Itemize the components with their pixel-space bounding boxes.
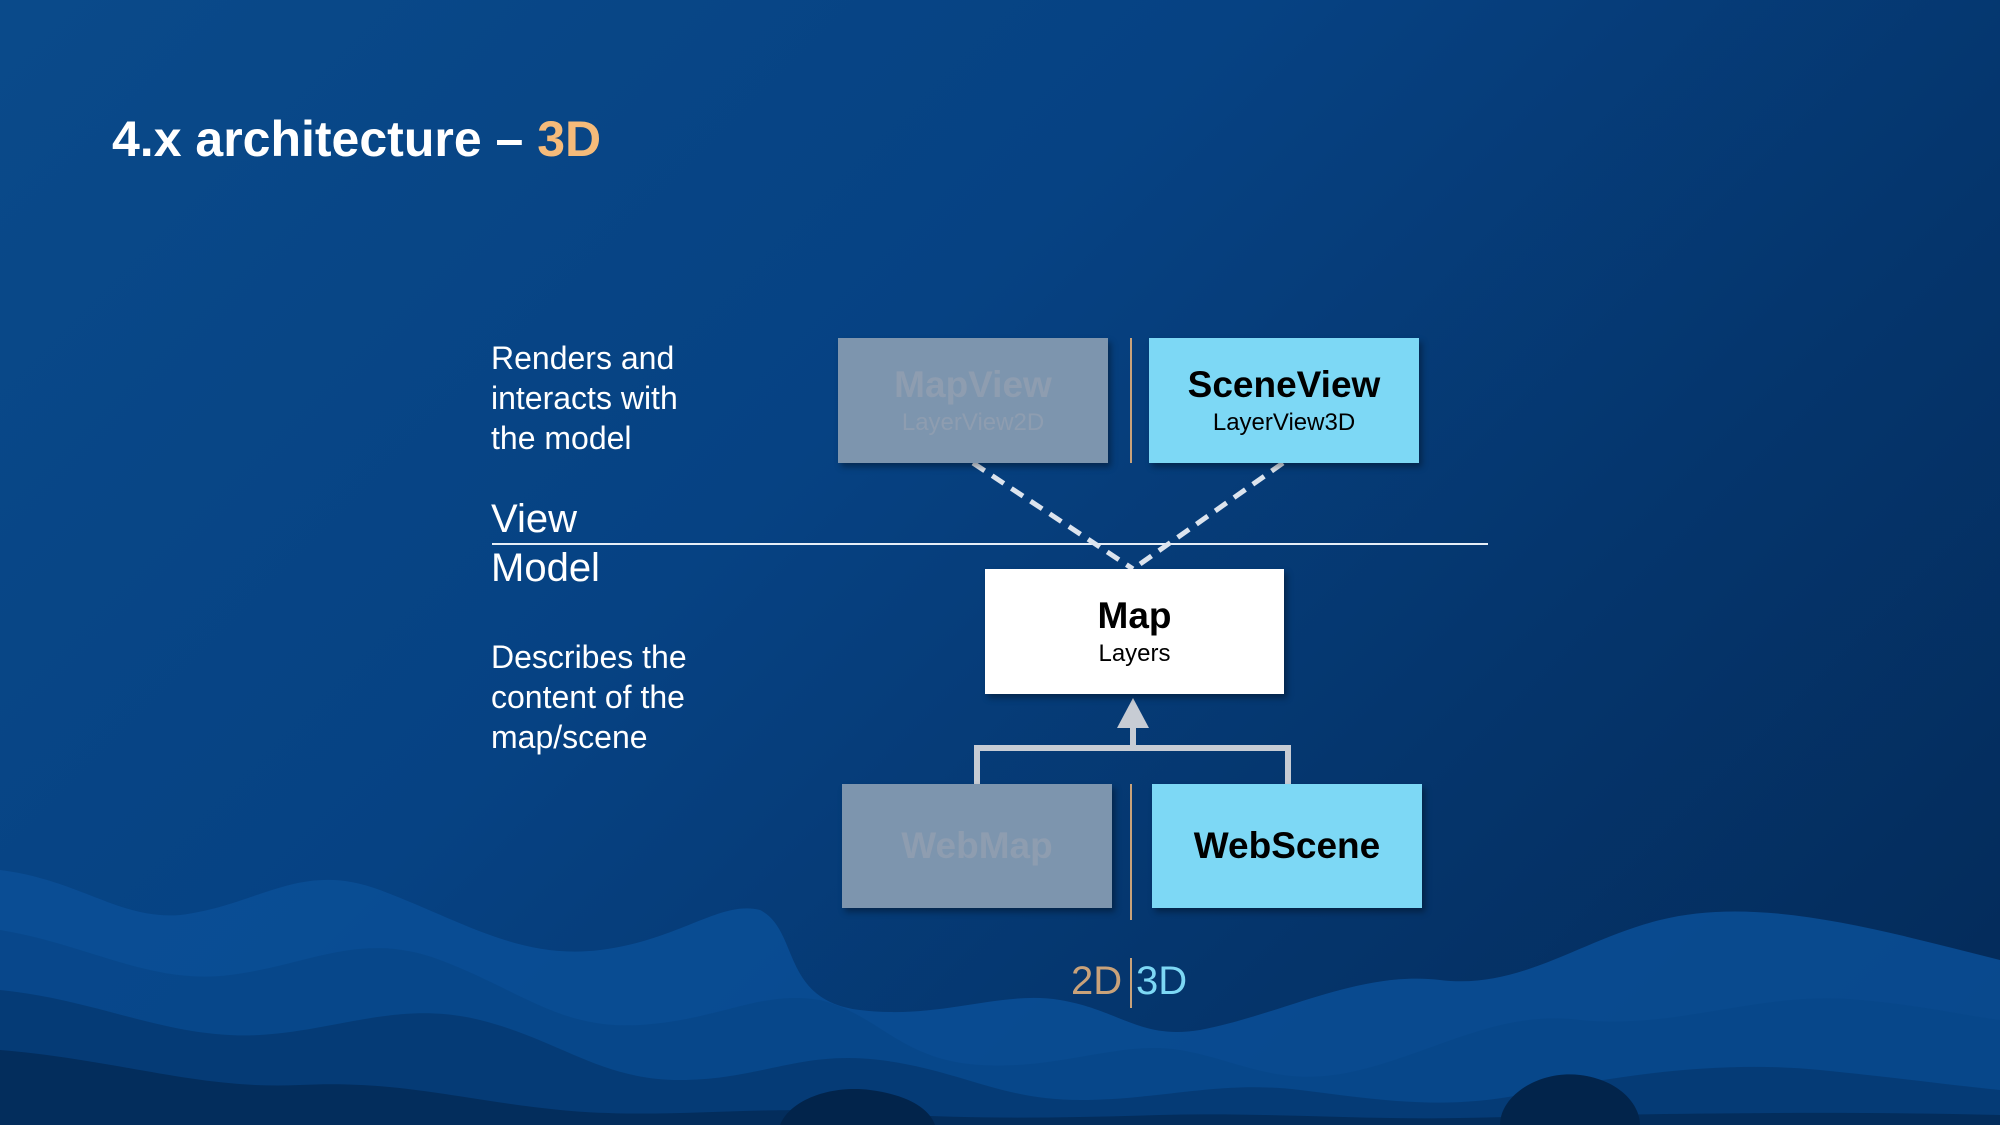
map-box: Map Layers bbox=[985, 569, 1284, 694]
legend-3d: 3D bbox=[1136, 959, 1188, 1003]
model-description-line: content of the bbox=[491, 679, 685, 715]
sceneview-subtitle: LayerView3D bbox=[1212, 408, 1356, 436]
view-2d-3d-divider bbox=[1130, 338, 1132, 463]
legend-divider bbox=[1130, 958, 1132, 1008]
title-accent: 3D bbox=[537, 111, 602, 167]
model-description-line: Describes the bbox=[491, 639, 687, 675]
map-subtitle: Layers bbox=[1098, 639, 1171, 667]
webscene-title: WebScene bbox=[1193, 825, 1381, 866]
legend-2d: 2D bbox=[1071, 959, 1123, 1003]
mapview-box: MapView LayerView2D bbox=[838, 338, 1108, 463]
mapview-title: MapView bbox=[894, 363, 1052, 405]
webscene-box: WebScene bbox=[1152, 784, 1422, 908]
model-label: Model bbox=[491, 546, 600, 590]
view-description: Renders and interacts with the model bbox=[491, 338, 678, 458]
view-description-line: Renders and bbox=[491, 340, 675, 376]
sceneview-box: SceneView LayerView3D bbox=[1149, 338, 1419, 463]
view-label: View bbox=[491, 497, 577, 541]
map-title: Map bbox=[1097, 594, 1172, 636]
model-description-line: map/scene bbox=[491, 719, 648, 755]
title-prefix: 4.x architecture – bbox=[112, 111, 538, 167]
view-model-divider bbox=[492, 543, 1488, 545]
webmap-title: WebMap bbox=[901, 825, 1053, 866]
sceneview-title: SceneView bbox=[1187, 363, 1381, 405]
view-description-line: the model bbox=[491, 420, 632, 456]
model-description: Describes the content of the map/scene bbox=[491, 637, 687, 757]
mapview-subtitle: LayerView2D bbox=[901, 408, 1045, 436]
webmap-box: WebMap bbox=[842, 784, 1112, 908]
slide-title: 4.x architecture – 3D bbox=[112, 110, 601, 168]
view-description-line: interacts with bbox=[491, 380, 678, 416]
model-2d-3d-divider bbox=[1130, 784, 1132, 920]
